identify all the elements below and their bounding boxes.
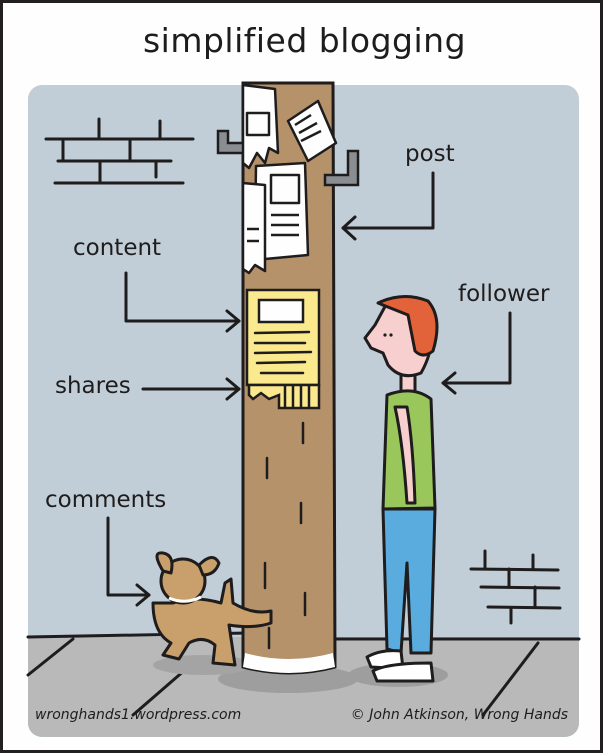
comic-title: simplified blogging bbox=[142, 21, 467, 60]
label-content: content bbox=[73, 235, 162, 261]
label-post: post bbox=[405, 141, 455, 167]
comments-arrow bbox=[106, 516, 151, 597]
follower-man bbox=[363, 295, 439, 683]
comic-artwork bbox=[26, 81, 581, 717]
torn-flyers bbox=[241, 83, 338, 275]
credit-website: wronghands1.wordpress.com bbox=[35, 707, 242, 723]
dog bbox=[151, 551, 273, 667]
pole-shadow bbox=[218, 665, 358, 693]
credit-copyright: © John Atkinson, Wrong Hands bbox=[350, 707, 568, 723]
post-arrow bbox=[341, 171, 435, 230]
callout-arrows bbox=[106, 171, 512, 607]
label-comments: comments bbox=[45, 487, 167, 513]
follower-arrow bbox=[441, 311, 512, 385]
label-shares: shares bbox=[55, 373, 131, 399]
label-follower: follower bbox=[458, 281, 550, 307]
yellow-flyer bbox=[245, 288, 321, 410]
brick-wall-bottom-right bbox=[469, 549, 562, 625]
content-arrow bbox=[124, 271, 241, 323]
brick-wall-top-left bbox=[44, 117, 195, 185]
dog-shadow bbox=[153, 655, 253, 675]
